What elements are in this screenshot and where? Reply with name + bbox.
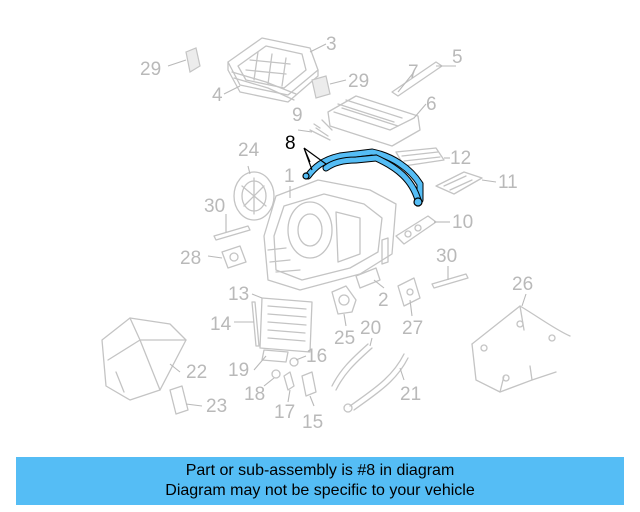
part-info-banner: Part or sub-assembly is #8 in diagram Di… xyxy=(16,457,624,505)
callout-2: 2 xyxy=(378,290,389,311)
part-15-sensor xyxy=(301,371,317,397)
part-24-blower xyxy=(233,171,275,221)
part-28-actuator xyxy=(221,245,247,269)
callout-10: 10 xyxy=(452,212,473,233)
callout-29a: 29 xyxy=(140,59,161,80)
callout-25: 25 xyxy=(334,328,355,349)
callout-19: 19 xyxy=(228,360,249,381)
callout-21: 21 xyxy=(400,384,421,405)
callout-4: 4 xyxy=(212,85,223,106)
callout-26: 26 xyxy=(512,274,533,295)
callout-12: 12 xyxy=(450,148,471,169)
part-25-motor xyxy=(331,285,357,315)
part-26-harness xyxy=(471,305,571,393)
part-17-clip xyxy=(283,371,295,391)
part-20-line xyxy=(331,343,373,391)
callout-labels: 29 4 3 29 5 7 6 9 8 12 11 10 24 1 30 28 … xyxy=(140,34,533,433)
callout-6: 6 xyxy=(426,94,437,115)
callout-14: 14 xyxy=(210,314,232,335)
part-30-rod-left xyxy=(213,225,251,241)
part-10-damper xyxy=(395,215,437,245)
part-30-rod-right xyxy=(431,273,469,289)
callout-20: 20 xyxy=(360,318,381,339)
part-19-fitting xyxy=(261,349,289,363)
part-22-housing xyxy=(101,317,187,401)
part-11-vent xyxy=(435,171,483,195)
callout-5: 5 xyxy=(452,47,463,68)
callout-13: 13 xyxy=(228,284,249,305)
part-16-fitting xyxy=(289,357,299,367)
callout-3: 3 xyxy=(326,34,337,55)
callout-1: 1 xyxy=(284,166,295,187)
callout-18: 18 xyxy=(244,384,265,405)
callout-17: 17 xyxy=(274,402,295,423)
part-13-heater-core xyxy=(259,297,313,353)
callout-23: 23 xyxy=(206,396,227,417)
part-29-clip xyxy=(185,47,201,73)
part-3-cover xyxy=(227,37,319,103)
leader-lines-active xyxy=(303,147,327,171)
callout-22: 22 xyxy=(186,362,207,383)
part-21-line xyxy=(343,353,409,413)
callout-27: 27 xyxy=(402,318,423,339)
part-29-sensor xyxy=(311,75,331,99)
callout-11: 11 xyxy=(498,172,518,193)
parts-diagram: 29 4 3 29 5 7 6 9 8 12 11 10 24 1 30 28 … xyxy=(101,34,571,433)
callout-30b: 30 xyxy=(436,246,457,267)
callout-8: 8 xyxy=(285,133,296,154)
part-18-clip xyxy=(271,369,281,379)
callout-9: 9 xyxy=(292,105,303,126)
part-4-seal xyxy=(231,71,297,101)
callout-29b: 29 xyxy=(348,71,369,92)
callout-30a: 30 xyxy=(204,196,225,217)
part-23-bracket xyxy=(169,385,189,415)
part-9-screws xyxy=(309,123,331,141)
banner-line-1: Part or sub-assembly is #8 in diagram xyxy=(185,462,455,479)
part-14-pipe xyxy=(251,301,260,347)
part-1-housing xyxy=(263,179,397,291)
part-8-lines-highlighted xyxy=(302,148,424,207)
callout-28: 28 xyxy=(180,248,201,269)
part-6-core xyxy=(315,95,421,147)
callout-15: 15 xyxy=(302,412,323,433)
part-2-actuator xyxy=(355,237,389,289)
callout-7: 7 xyxy=(408,62,419,83)
leader-lines xyxy=(167,43,527,407)
part-27-bracket xyxy=(397,277,421,307)
callout-16: 16 xyxy=(306,346,327,367)
banner-line-2: Diagram may not be specific to your vehi… xyxy=(165,482,475,499)
callout-24: 24 xyxy=(238,140,260,161)
